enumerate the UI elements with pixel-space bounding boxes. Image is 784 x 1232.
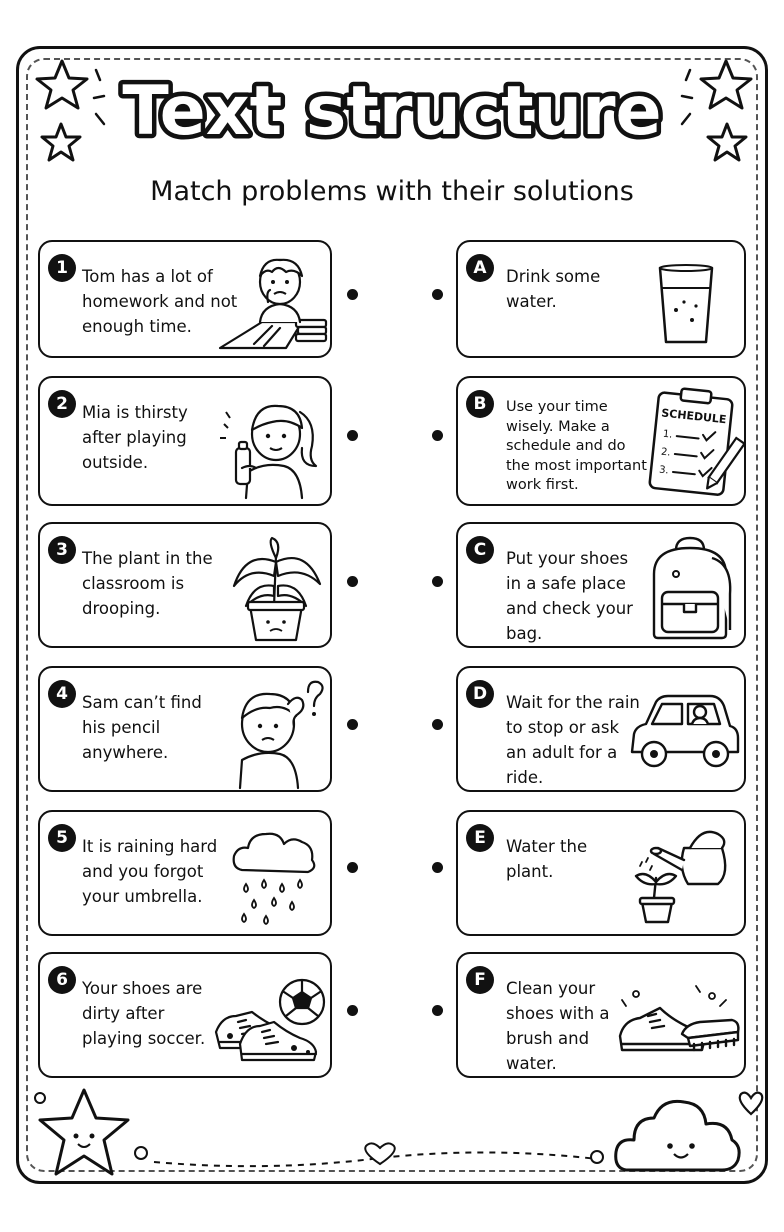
problem-marker: 1 bbox=[48, 254, 76, 282]
page-subtitle: Match problems with their solutions bbox=[150, 176, 634, 207]
match-dot-solution-e[interactable] bbox=[432, 862, 443, 873]
muddy-shoes-icon bbox=[214, 978, 326, 1062]
solution-marker: A bbox=[466, 254, 494, 282]
match-dot-problem-6[interactable] bbox=[347, 1005, 358, 1016]
shoe-brush-icon bbox=[618, 985, 740, 1052]
problem-marker: 6 bbox=[48, 966, 76, 994]
match-dot-solution-b[interactable] bbox=[432, 430, 443, 441]
solution-card-a: A Drink some water. bbox=[456, 240, 746, 358]
star-icon bbox=[35, 59, 89, 110]
solution-text: Clean your shoes with a brush and water. bbox=[506, 979, 610, 1073]
star-icon bbox=[40, 122, 82, 162]
list-number: 1. bbox=[662, 429, 673, 441]
solution-marker: F bbox=[466, 966, 494, 994]
problem-card-6: 6 Your shoes are dirty after playing soc… bbox=[38, 952, 332, 1078]
page-title: Text structure bbox=[118, 68, 666, 156]
solution-card-b: B Use your time wisely. Make a schedule … bbox=[456, 376, 746, 506]
match-dot-solution-d[interactable] bbox=[432, 719, 443, 730]
match-dot-problem-4[interactable] bbox=[347, 719, 358, 730]
problem-card-3: 3 The plant in the classroom is drooping… bbox=[38, 522, 332, 648]
match-dot-problem-1[interactable] bbox=[347, 289, 358, 300]
problem-marker: 3 bbox=[48, 536, 76, 564]
problem-card-5: 5 It is raining hard and you forgot your… bbox=[38, 810, 332, 936]
boy-studying-icon bbox=[218, 258, 328, 350]
schedule-clipboard-icon: SCHEDULE 1. 2. 3. bbox=[648, 387, 744, 496]
solution-marker: C bbox=[466, 536, 494, 564]
smiling-cloud-icon bbox=[614, 1099, 741, 1172]
match-dot-problem-3[interactable] bbox=[347, 576, 358, 587]
problem-text: Sam can’t find his pencil anywhere. bbox=[82, 693, 202, 762]
problem-marker: 4 bbox=[48, 680, 76, 708]
circle-decoration bbox=[134, 1146, 148, 1160]
heart-icon bbox=[738, 1091, 764, 1116]
solution-marker: B bbox=[466, 390, 494, 418]
problem-marker: 2 bbox=[48, 390, 76, 418]
problem-text: It is raining hard and you forgot your u… bbox=[82, 837, 218, 906]
drooping-plant-icon bbox=[232, 536, 322, 642]
watering-can-icon bbox=[634, 830, 727, 924]
solution-text: Put your shoes in a safe place and check… bbox=[506, 549, 633, 643]
circle-decoration bbox=[590, 1150, 604, 1164]
backpack-icon bbox=[652, 536, 732, 640]
solution-marker: E bbox=[466, 824, 494, 852]
dashed-line-decoration bbox=[153, 1142, 607, 1168]
sparkle-lines-icon bbox=[680, 68, 694, 126]
problem-text: Your shoes are dirty after playing socce… bbox=[82, 979, 206, 1048]
star-icon bbox=[706, 122, 748, 162]
problem-marker: 5 bbox=[48, 824, 76, 852]
list-number: 2. bbox=[660, 447, 671, 459]
solution-card-d: D Wait for the rain to stop or ask an ad… bbox=[456, 666, 746, 792]
star-icon bbox=[699, 59, 753, 110]
worksheet-border bbox=[16, 46, 768, 1184]
solution-marker: D bbox=[466, 680, 494, 708]
match-dot-problem-5[interactable] bbox=[347, 862, 358, 873]
car-icon bbox=[630, 694, 740, 768]
problem-text: Tom has a lot of homework and not enough… bbox=[82, 267, 238, 336]
match-dot-problem-2[interactable] bbox=[347, 430, 358, 441]
solution-card-e: E Water the plant. bbox=[456, 810, 746, 936]
match-dot-solution-c[interactable] bbox=[432, 576, 443, 587]
water-glass-icon bbox=[658, 264, 714, 344]
problem-text: The plant in the classroom is drooping. bbox=[82, 549, 213, 618]
confused-boy-icon bbox=[238, 680, 324, 790]
solution-text: Use your time wisely. Make a schedule an… bbox=[506, 399, 647, 493]
circle-decoration bbox=[34, 1092, 46, 1104]
problem-card-1: 1 Tom has a lot of homework and not enou… bbox=[38, 240, 332, 358]
match-dot-solution-a[interactable] bbox=[432, 289, 443, 300]
rain-cloud-icon bbox=[232, 832, 316, 926]
problem-text: Mia is thirsty after playing outside. bbox=[82, 403, 188, 472]
solution-text: Water the plant. bbox=[506, 837, 588, 881]
sparkle-lines-icon bbox=[92, 68, 106, 126]
match-dot-solution-f[interactable] bbox=[432, 1005, 443, 1016]
problem-card-4: 4 Sam can’t find his pencil anywhere. bbox=[38, 666, 332, 792]
page-title-text: Text structure bbox=[122, 72, 661, 151]
list-number: 3. bbox=[659, 465, 670, 477]
solution-card-f: F Clean your shoes with a brush and wate… bbox=[456, 952, 746, 1078]
problem-card-2: 2 Mia is thirsty after playing outside. bbox=[38, 376, 332, 506]
smiling-star-icon bbox=[38, 1088, 130, 1176]
solution-text: Wait for the rain to stop or ask an adul… bbox=[506, 693, 640, 787]
solution-card-c: C Put your shoes in a safe place and che… bbox=[456, 522, 746, 648]
solution-text: Drink some water. bbox=[506, 267, 601, 311]
worksheet-dashed-border bbox=[26, 58, 758, 1172]
girl-with-bottle-icon bbox=[220, 404, 318, 500]
